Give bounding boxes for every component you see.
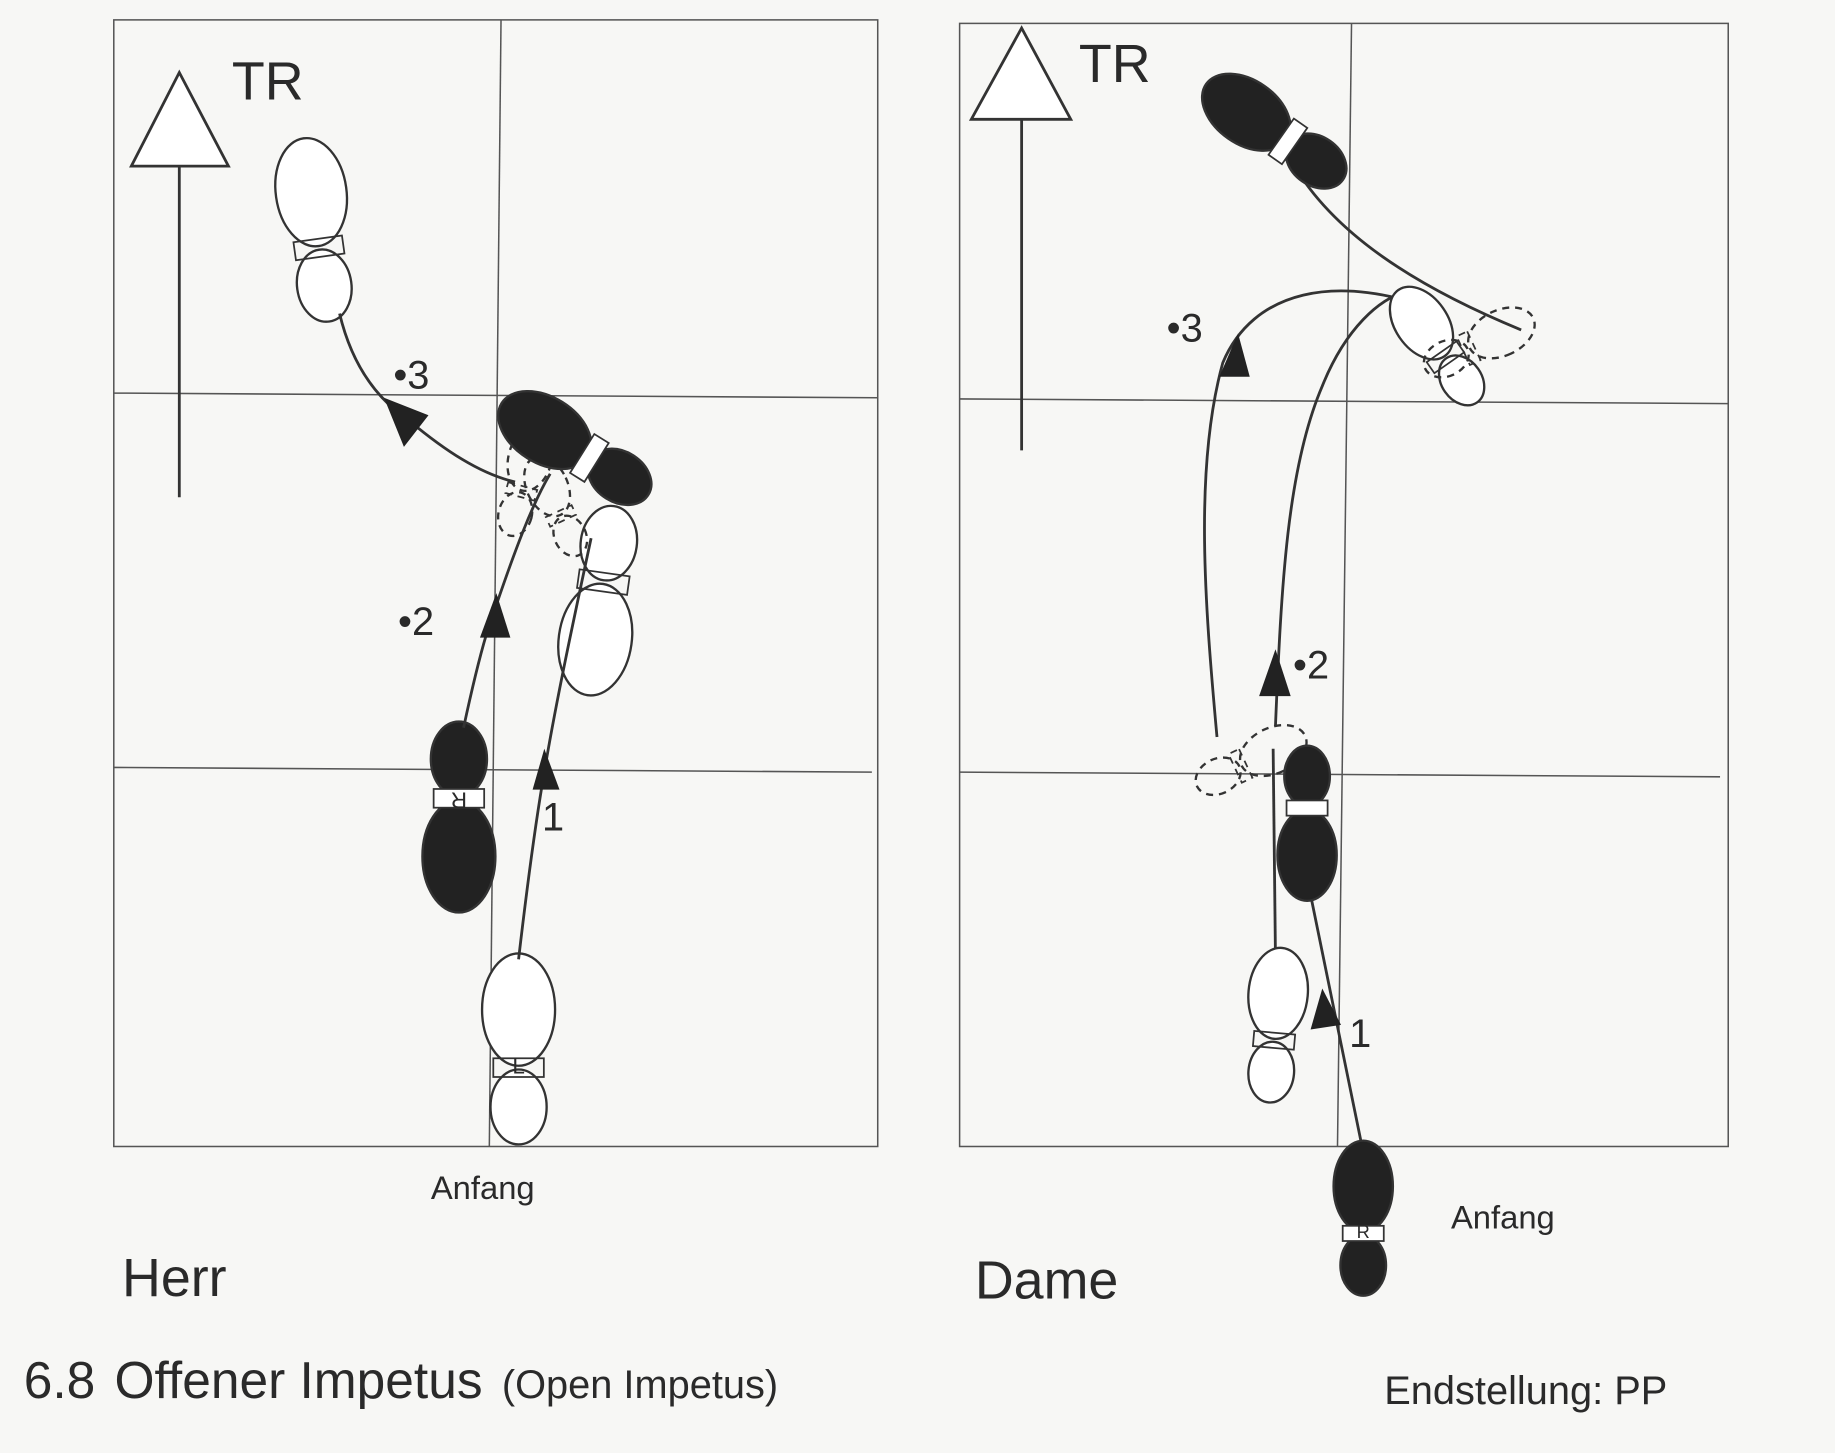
herr-footprints: LR (274, 136, 653, 1146)
herr-grid-h2 (113, 766, 872, 773)
arrow-head-icon (1310, 988, 1341, 1030)
footprint-icon (1422, 306, 1536, 379)
footprint-icon (274, 136, 353, 323)
foot-letter: R (451, 788, 467, 813)
footprint-icon (1247, 946, 1310, 1104)
herr-step-3: •3 (393, 353, 429, 397)
direction-arrow-icon (129, 69, 231, 498)
dame-start-label: Anfang (1451, 1198, 1555, 1235)
arrow-head-icon (479, 593, 511, 638)
footprint-icon (1194, 723, 1308, 797)
herr-grid-h1 (113, 392, 878, 399)
footprint-icon (497, 390, 653, 507)
dame-direction-label: TR (1079, 34, 1151, 94)
herr-frame (113, 19, 879, 1148)
herr-path-3 (338, 313, 516, 484)
footprint-icon: L (480, 952, 557, 1146)
arrow-head-icon (1259, 649, 1291, 697)
herr-start-label: Anfang (431, 1169, 535, 1206)
dame-path-1 (1203, 289, 1446, 738)
herr-path-2 (462, 473, 552, 728)
arrow-head-icon (384, 397, 429, 447)
end-position-label: Endstellung: PP (1384, 1369, 1667, 1413)
dame-path-2 (1274, 291, 1405, 726)
dame-step-3: •3 (1167, 307, 1203, 351)
dame-panel: R TR •3 •2 1 Anfang Dame (958, 22, 1729, 1311)
caption-number: 6.8 (24, 1351, 96, 1409)
dame-grid-h2 (959, 771, 1721, 778)
herr-role-label: Herr (122, 1248, 227, 1308)
footprint-icon (557, 504, 639, 697)
dame-path-0 (1291, 163, 1522, 332)
figure-caption: 6.8 Offener Impetus (Open Impetus) (24, 1351, 778, 1409)
arrow-head-icon (1219, 333, 1250, 377)
footprint-icon (1200, 72, 1348, 190)
dame-path-3 (1271, 748, 1277, 960)
caption-title: Offener Impetus (115, 1351, 483, 1409)
footprint-icon: R (421, 720, 497, 914)
dame-grid-h1 (959, 398, 1729, 405)
dame-frame (958, 22, 1729, 1148)
direction-arrow-icon (968, 25, 1074, 451)
footprint-icon: R (1332, 1139, 1395, 1297)
foot-letter: R (1357, 1221, 1370, 1242)
dame-footprints: R (1194, 72, 1536, 1297)
dame-role-label: Dame (975, 1251, 1119, 1311)
footprint-icon (1276, 744, 1338, 902)
herr-step-1: 1 (542, 796, 564, 840)
dame-step-2: •2 (1293, 644, 1329, 688)
dame-grid-v (1336, 23, 1353, 1147)
herr-grid-v (488, 19, 502, 1147)
dame-step-1: 1 (1349, 1012, 1371, 1056)
caption-subtitle: (Open Impetus) (502, 1363, 778, 1407)
herr-step-2: •2 (398, 600, 434, 644)
herr-panel: TR LR •3 •2 1 Anfang Herr (113, 19, 879, 1308)
footprint-icon (1388, 285, 1486, 407)
foot-letter: L (512, 1053, 525, 1078)
herr-direction-label: TR (232, 51, 304, 111)
arrow-head-icon (532, 748, 560, 790)
